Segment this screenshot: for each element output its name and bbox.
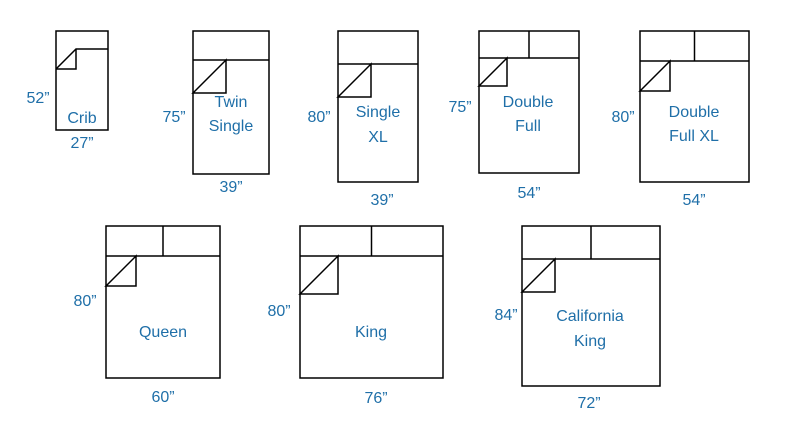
bed-name-line: Twin (215, 94, 248, 111)
bed-name-line: Queen (139, 324, 187, 341)
bed-name-line: King (355, 324, 387, 341)
bed-queen: Queen 80” 60” (73, 225, 221, 406)
bed-name-line: Single (209, 118, 254, 135)
mattress-outline (337, 30, 419, 183)
length-label: 80” (307, 109, 330, 126)
sheet-fold (520, 257, 556, 293)
sheet-fold (298, 254, 339, 295)
mattress-outline (192, 30, 270, 175)
bed-king: King 80” 76” (267, 225, 444, 407)
bed-name-line: Single (356, 104, 401, 121)
bed-name-line: California (556, 308, 624, 325)
width-label: 60” (151, 389, 174, 406)
length-label: 80” (611, 109, 634, 126)
width-label: 27” (70, 135, 93, 152)
width-label: 72” (577, 395, 600, 412)
width-label: 54” (517, 185, 540, 202)
length-label: 80” (267, 303, 290, 320)
width-label: 39” (370, 192, 393, 209)
length-label: 75” (162, 109, 185, 126)
sheet-fold (336, 62, 372, 98)
bed-name-line: Full (515, 118, 541, 135)
sheet-fold (191, 58, 227, 94)
width-label: 39” (219, 179, 242, 196)
bed-name-line: Double (669, 104, 720, 121)
bed-name-line: XL (368, 129, 388, 146)
length-label: 80” (73, 293, 96, 310)
length-label: 84” (494, 307, 517, 324)
bed-name-line: King (574, 333, 606, 350)
bed-name-line: Double (503, 94, 554, 111)
bed-crib: Crib 52” 27” (26, 30, 109, 152)
sheet-fold (56, 49, 77, 70)
bed-name-line: Crib (67, 110, 96, 127)
sheet-fold (638, 59, 671, 92)
bed-name-line: Full XL (669, 128, 719, 145)
width-label: 76” (364, 390, 387, 407)
sheet-fold (477, 56, 508, 87)
sheet-fold (104, 254, 137, 287)
width-label: 54” (682, 192, 705, 209)
length-label: 52” (26, 90, 49, 107)
sheet-edge (55, 48, 108, 70)
mattress-outline (55, 30, 109, 131)
length-label: 75” (448, 99, 471, 116)
